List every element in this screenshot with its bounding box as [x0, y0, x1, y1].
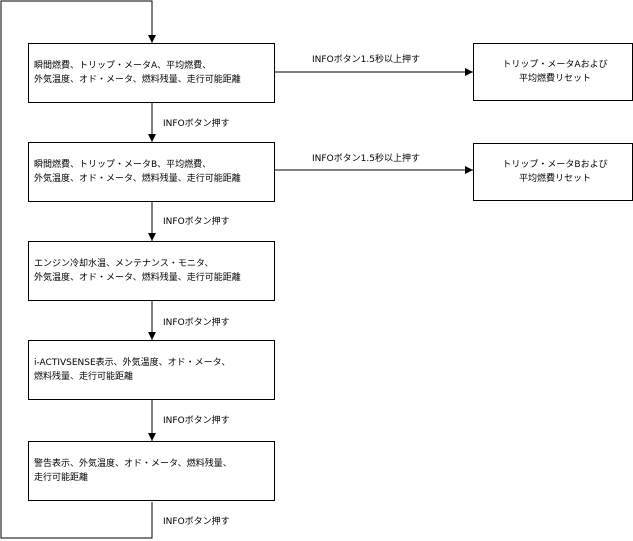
- mode-box-text: i-ACTIVSENSE表示、外気温度、オド・メータ、 燃料残量、走行可能距離: [34, 358, 231, 382]
- mode-box-coolant: エンジン冷却水温、メンテナンス・モニタ、 外気温度、オド・メータ、燃料残量、走行…: [28, 241, 275, 301]
- reset-box-trip-b: トリップ・メータBおよび 平均燃費リセット: [473, 143, 633, 201]
- reset-box-trip-a: トリップ・メータAおよび 平均燃費リセット: [473, 43, 633, 101]
- edge-label-press-1: INFOボタン押す: [163, 119, 230, 129]
- mode-box-trip-b: 瞬間燃費、トリップ・メータB、平均燃費、 外気温度、オド・メータ、燃料残量、走行…: [28, 142, 275, 202]
- edge-label-press-5: INFOボタン押す: [163, 517, 230, 527]
- reset-box-text: トリップ・メータAおよび 平均燃費リセット: [502, 60, 608, 84]
- edge-label-press-4: INFOボタン押す: [163, 416, 230, 426]
- loop-back-line: [0, 0, 156, 539]
- edge-label-press-2: INFOボタン押す: [163, 217, 230, 227]
- mode-box-text: 警告表示、外気温度、オド・メータ、燃料残量、 走行可能距離: [34, 459, 232, 483]
- edge-label-press-3: INFOボタン押す: [163, 318, 230, 328]
- edge-label-long-press-b: INFOボタン1.5秒以上押す: [312, 154, 420, 164]
- mode-box-text: エンジン冷却水温、メンテナンス・モニタ、 外気温度、オド・メータ、燃料残量、走行…: [34, 259, 241, 283]
- mode-box-text: 瞬間燃費、トリップ・メータB、平均燃費、 外気温度、オド・メータ、燃料残量、走行…: [34, 160, 241, 184]
- mode-box-iactivsense: i-ACTIVSENSE表示、外気温度、オド・メータ、 燃料残量、走行可能距離: [28, 340, 275, 400]
- mode-box-trip-a: 瞬間燃費、トリップ・メータA、平均燃費、 外気温度、オド・メータ、燃料残量、走行…: [28, 43, 275, 103]
- edge-label-long-press-a: INFOボタン1.5秒以上押す: [312, 55, 420, 65]
- reset-box-text: トリップ・メータBおよび 平均燃費リセット: [502, 160, 608, 184]
- mode-box-text: 瞬間燃費、トリップ・メータA、平均燃費、 外気温度、オド・メータ、燃料残量、走行…: [34, 61, 241, 85]
- mode-box-warning: 警告表示、外気温度、オド・メータ、燃料残量、 走行可能距離: [28, 441, 275, 501]
